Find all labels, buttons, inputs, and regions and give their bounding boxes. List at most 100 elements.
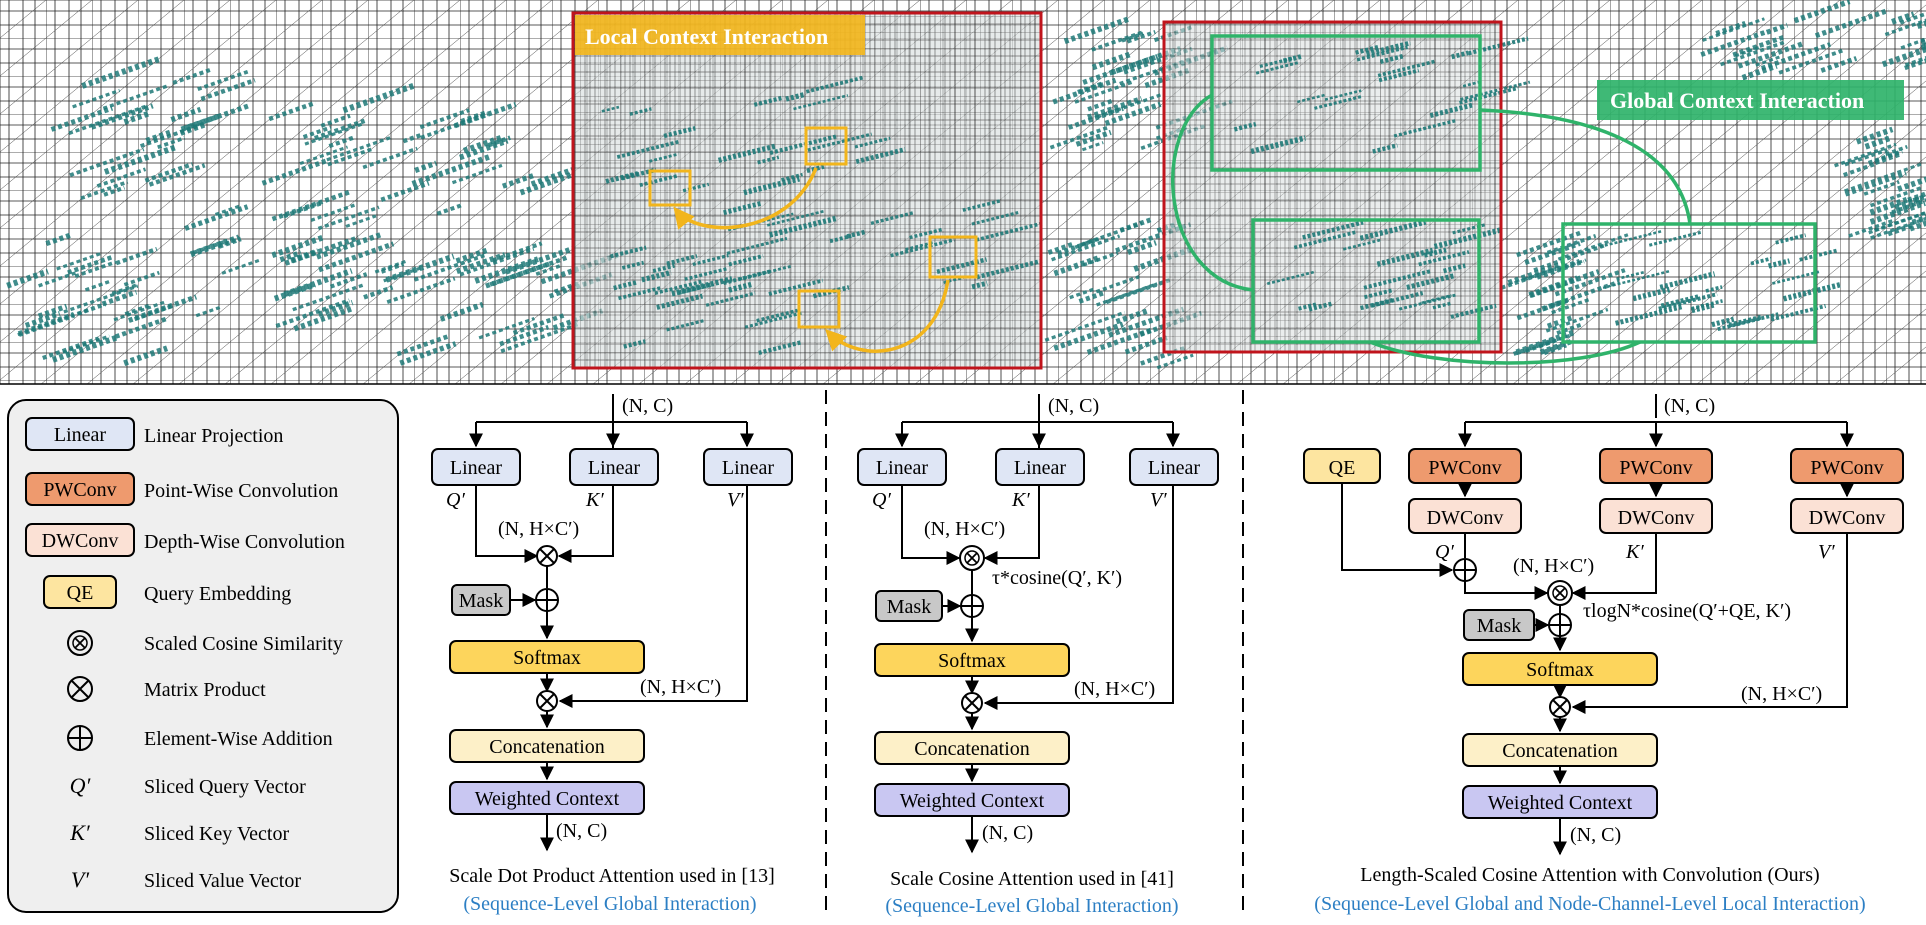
cloud-streak (1533, 243, 1606, 272)
cloud-streak (115, 246, 158, 266)
legend-row: Q′Sliced Query Vector (70, 773, 306, 798)
matrix-product-icon-mark (71, 680, 89, 698)
cloud-streak (723, 269, 772, 286)
cloud-streak (1820, 56, 1858, 73)
cloud-streak (753, 95, 785, 107)
cloud-streak (345, 214, 377, 228)
cloud-streak (1737, 40, 1805, 69)
legend-label: Element-Wise Addition (144, 728, 333, 750)
legend-label: Sliced Key Vector (144, 823, 289, 845)
cloud-streak (1690, 299, 1723, 311)
cloud-streak (299, 145, 349, 166)
cloud-streak (682, 182, 710, 193)
p1-caption: Scale Dot Product Attention used in [13] (449, 865, 775, 887)
cloud-streak (189, 234, 240, 258)
cloud-streak (492, 241, 543, 263)
scene-panel: Local Context Interaction Global Context… (0, 0, 1926, 385)
cloud-streak (1087, 96, 1143, 120)
p3-add-qe-mark (1454, 559, 1476, 581)
cloud-streak (1660, 293, 1701, 309)
legend-symbol: DWConv (42, 530, 119, 552)
cloud-streak (846, 229, 867, 239)
p3-dwconv-q-label: DWConv (1427, 507, 1504, 529)
p3-q-path (1464, 581, 1549, 600)
cloud-streak (1429, 102, 1473, 118)
cloud-streak (1907, 191, 1926, 203)
p2-linear-k-label: Linear (1014, 457, 1067, 479)
cloud-streak (124, 303, 151, 316)
cloud-streak (455, 252, 506, 274)
cloud-streak (1393, 118, 1458, 138)
local-arrow-2 (825, 279, 950, 353)
p2-caption: Scale Cosine Attention used in [41] (890, 868, 1174, 890)
cloud-streak (1717, 312, 1779, 332)
p3-pwconv-v-label: PWConv (1810, 457, 1883, 479)
cloud-streak (1356, 45, 1408, 62)
cloud-streak (90, 103, 154, 130)
cloud-streak (1115, 308, 1149, 325)
cloud-streak (1904, 58, 1926, 71)
cloud-streak (1259, 56, 1294, 69)
legend-label: Matrix Product (144, 679, 266, 701)
cloud-streak (1863, 180, 1900, 196)
cloud-streak (413, 253, 486, 282)
cloud-streak (769, 134, 837, 155)
cloud-streak (317, 299, 354, 317)
cloud-streak (1778, 48, 1845, 75)
cloud-streak (641, 269, 672, 283)
cloud-streak (530, 166, 574, 187)
cloud-streak (629, 107, 652, 116)
cloud-streak (279, 250, 302, 263)
p1-linear-v-label: Linear (722, 457, 775, 479)
cloud-streak (1078, 290, 1105, 304)
p3-pwconv-k-label: PWConv (1619, 457, 1692, 479)
cloud-streak (56, 252, 101, 271)
cloud-streak (1082, 251, 1119, 267)
cloud-streak (183, 102, 252, 131)
cloud-streak (328, 134, 357, 149)
p3-subcaption: (Sequence-Level Global and Node-Channel-… (1314, 893, 1865, 915)
local-label: Local Context Interaction (585, 24, 828, 49)
cloud-streak (1156, 353, 1194, 370)
cloud-streak (1095, 275, 1140, 294)
point-cloud-layer-detail (601, 36, 1841, 355)
cloud-streak (101, 289, 138, 307)
global-link-3 (1369, 340, 1641, 365)
cloud-streak (1371, 291, 1424, 308)
cloud-streak (666, 254, 698, 266)
local-box-2 (804, 126, 848, 166)
cloud-streak (1614, 304, 1683, 326)
p1-linear-q-label: Linear (450, 457, 503, 479)
cloud-streak (652, 263, 675, 273)
cloud-streak (890, 238, 955, 258)
global-region-mesh (1164, 22, 1501, 352)
cloud-streak (292, 283, 364, 312)
legend-symbol: PWConv (43, 479, 116, 501)
scaled-cosine-icon-inner (72, 635, 88, 651)
cloud-streak (1602, 269, 1670, 290)
cloud-streak (648, 152, 679, 163)
p2-mask-label: Mask (887, 596, 931, 618)
cloud-streak (1104, 101, 1162, 126)
p2-q: Q′ (872, 489, 891, 511)
cloud-streak (829, 234, 852, 244)
legend-swatch (25, 472, 135, 506)
cloud-streak (1793, 0, 1851, 24)
cloud-streak (1063, 16, 1131, 45)
cloud-streak (1516, 297, 1571, 321)
cloud-streak (728, 281, 754, 293)
cloud-streak (1110, 46, 1182, 75)
p2-v-path (983, 485, 1174, 710)
cloud-streak (1363, 288, 1395, 300)
cloud-streak (548, 272, 613, 299)
cloud-streak (1557, 233, 1629, 261)
cloud-streak (123, 345, 169, 366)
cloud-streak (621, 260, 645, 270)
panel-cosine: (N, C) Linear Linear Linear Q′ K′ V′ (N,… (857, 394, 1219, 917)
p1-q: Q′ (446, 489, 465, 511)
cloud-streak (314, 118, 366, 141)
p3-matmul-mark (1552, 699, 1568, 715)
legend-label: Depth-Wise Convolution (144, 531, 345, 553)
